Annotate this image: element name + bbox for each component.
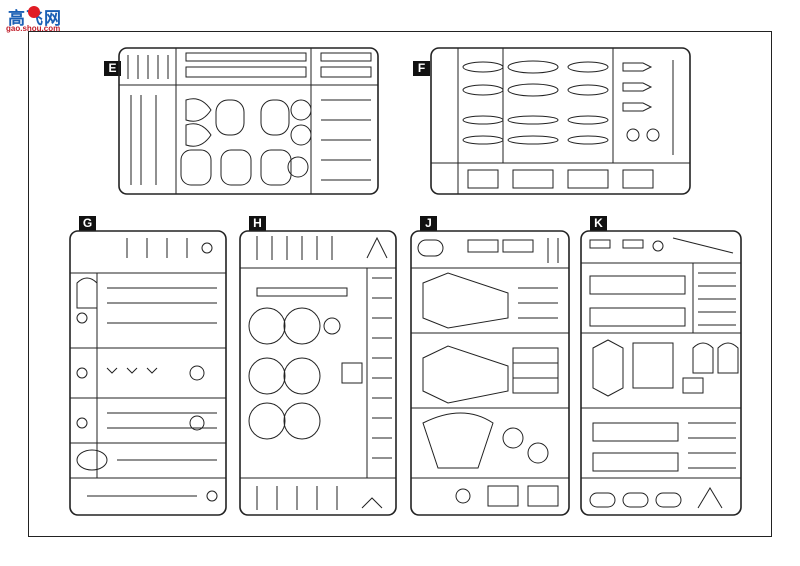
sprue-k-diagram <box>580 230 742 516</box>
instruction-page-frame <box>28 31 772 537</box>
sprue-e-diagram <box>118 47 379 195</box>
watermark-subtitle: gao.shou.com <box>6 24 61 33</box>
sprue-h-diagram <box>239 230 397 516</box>
watermark-logo: 高飞网 gao.shou.com <box>2 2 88 36</box>
sprue-label-k: K <box>590 216 607 231</box>
watermark-title: 高飞网 <box>8 9 62 29</box>
sprue-label-f: F <box>413 61 430 76</box>
sprue-j-diagram <box>410 230 570 516</box>
sprue-label-j: J <box>420 216 437 231</box>
sprue-label-g: G <box>79 216 96 231</box>
sprue-g-diagram <box>69 230 227 516</box>
sprue-label-e: E <box>104 61 121 76</box>
logo-star-icon <box>28 6 40 18</box>
sprue-label-h: H <box>249 216 266 231</box>
sprue-f-diagram <box>430 47 691 195</box>
